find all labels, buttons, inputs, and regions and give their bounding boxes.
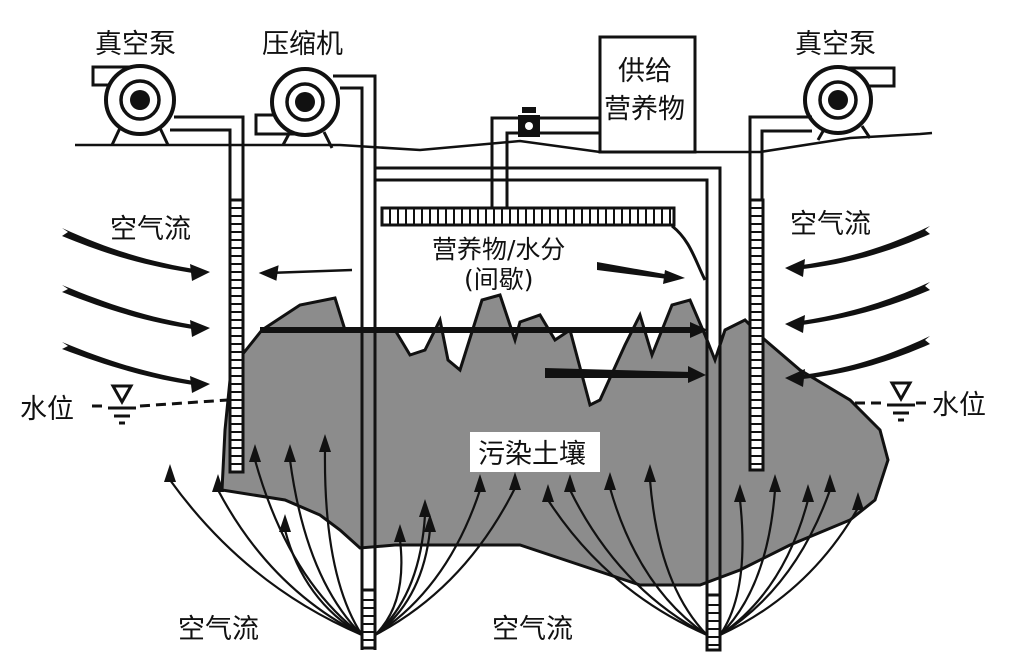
- vacuum-pump-left: [91, 64, 176, 146]
- internal-flow-arrows: [258, 262, 708, 383]
- water-level-symbol-left: [92, 384, 229, 425]
- airflow-curve: [374, 487, 516, 636]
- label-intermittent: (间歇): [464, 265, 534, 294]
- airflow-curve: [547, 499, 708, 637]
- vacuum-pump-right: [803, 65, 896, 141]
- gallery-drain-line: [671, 224, 707, 281]
- label-nutrient-supply-2: 营养物: [604, 94, 685, 125]
- airflow-arrowhead: [284, 444, 296, 462]
- label-airflow-upper-left: 空气流: [110, 214, 191, 245]
- compressor-pipe: [333, 74, 377, 650]
- label-water-level-right: 水位: [932, 390, 986, 421]
- airflow-arrowhead: [279, 514, 291, 532]
- airflow-curve: [323, 449, 363, 636]
- label-vacuum-pump-right: 真空泵: [795, 29, 876, 60]
- airflow-arrowhead: [509, 472, 521, 490]
- label-airflow-bottom-left: 空气流: [178, 614, 259, 645]
- compressor: [254, 67, 340, 149]
- airflow-curve: [719, 507, 859, 636]
- label-contaminated-soil: 污染土壤: [478, 439, 586, 470]
- airflow-curve: [169, 479, 363, 637]
- label-airflow-upper-right: 空气流: [790, 209, 871, 240]
- airflow-arrowhead: [769, 474, 781, 492]
- airflow-arrowhead: [164, 464, 176, 482]
- nutrient-pipe: [490, 116, 600, 210]
- airflow-curve: [719, 499, 744, 636]
- airflow-arrowhead: [424, 514, 436, 532]
- airflow-arrowhead: [852, 492, 864, 510]
- airflow-curve: [253, 459, 363, 636]
- airflow-curve: [288, 459, 363, 636]
- airflow-arrowhead: [249, 444, 261, 462]
- airflow-arrowhead: [394, 524, 406, 542]
- airflow-arrowhead: [734, 484, 746, 502]
- injection-well-right-screen: [705, 593, 722, 652]
- ground-surface-line: [75, 131, 933, 154]
- water-level-symbol-right: [855, 381, 928, 422]
- airflow-curve: [374, 539, 403, 636]
- airflow-arrowhead: [824, 474, 836, 492]
- airflow-arrowhead: [644, 464, 656, 482]
- airflow-curve: [719, 489, 832, 636]
- airflow-curve: [719, 489, 777, 636]
- airflow-arrowhead: [542, 484, 554, 502]
- contaminated-soil-label-bg: [470, 432, 600, 472]
- airflow-arrowhead: [802, 484, 814, 502]
- label-nutrient-water: 营养物/水分: [432, 235, 565, 264]
- label-vacuum-pump-left: 真空泵: [95, 29, 176, 60]
- airflow-curve: [648, 479, 708, 636]
- airflow-arrows-upper-right: [785, 226, 930, 387]
- label-nutrient-supply-1: 供给: [618, 56, 672, 87]
- horizontal-pipe-left-to-right: [375, 166, 722, 650]
- valve-icon: [518, 107, 540, 137]
- airflow-arrowhead: [319, 434, 331, 452]
- label-airflow-bottom-center: 空气流: [492, 614, 573, 645]
- label-water-level-left: 水位: [20, 394, 74, 425]
- infiltration-gallery: [380, 206, 676, 227]
- airflow-curve: [374, 529, 432, 636]
- airflow-arrowhead: [419, 499, 431, 517]
- airflow-curve: [569, 489, 708, 636]
- airflow-arrowhead: [212, 474, 224, 492]
- nutrient-supply-box: [598, 35, 697, 154]
- injection-well-left-screen: [360, 588, 377, 650]
- airflow-curve: [283, 529, 363, 636]
- label-compressor: 压缩机: [262, 29, 343, 60]
- airflow-arrowhead: [474, 474, 486, 492]
- airflow-curve: [608, 487, 708, 636]
- airflow-curve: [374, 489, 482, 636]
- airflow-arrowhead: [564, 474, 576, 492]
- airflow-arrows-upper-left: [62, 228, 210, 393]
- airflow-arrowhead: [604, 472, 616, 490]
- bottom-airflow-arrows: [164, 434, 864, 637]
- airflow-curve: [217, 489, 363, 636]
